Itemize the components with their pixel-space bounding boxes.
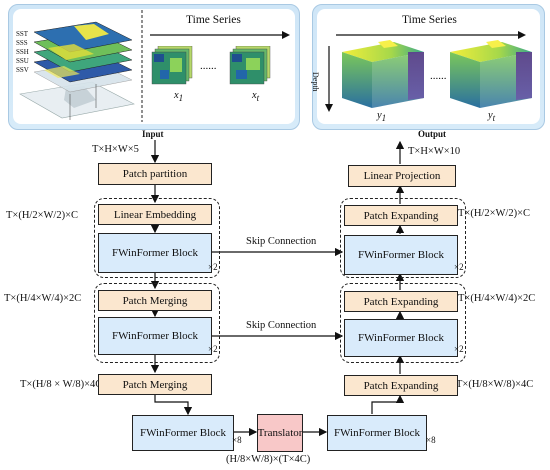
variable-label-sss: SSS [16,39,28,47]
variable-label-ssv: SSV [16,66,29,74]
decoder-block-1: FWinFormer Block [344,235,458,275]
patch-expanding-3-box: Patch Expanding [344,375,458,396]
bottleneck-encoder-block: FWinFormer Block [132,415,234,451]
input-frame-1-label: x1 [174,90,184,104]
input-frame-t-label: xt [252,90,260,104]
linear-projection-box: Linear Projection [348,165,456,187]
output-frame-1-label: y1 [377,110,387,124]
encoder-stage1-shape: T×(H/2×W/2)×C [6,210,79,221]
encoder-block-1: FWinFormer Block [98,233,212,273]
patch-expanding-1-box: Patch Expanding [344,205,458,226]
output-caption: Output [418,129,447,139]
decoder-block-1-repeat: ×2 [454,262,464,272]
patch-merging-2-box: Patch Merging [98,374,212,395]
patch-merging-1-box: Patch Merging [98,290,212,311]
decoder-stage2-shape: T×(H/4×W/4)×2C [458,293,536,304]
decoder-block-2: FWinFormer Block [344,319,458,357]
input-divider [141,10,143,122]
skip-connection-label-1: Skip Connection [246,236,317,247]
encoder-block-2: FWinFormer Block [98,317,212,355]
input-caption: Input [142,129,164,139]
variable-label-ssh: SSH [16,48,29,56]
output-volume-t [450,40,532,108]
output-volume-1 [342,40,424,108]
encoder-block-2-repeat: ×2 [208,344,218,354]
input-frame-1 [151,46,193,85]
encoder-block-1-repeat: ×2 [208,262,218,272]
decoder-stage2-group [340,283,466,363]
patch-partition-box: Patch partition [98,163,212,185]
bottleneck-decoder-block: FWinFormer Block [327,415,427,451]
encoder-stage2-shape: T×(H/4×W/4)×2C [4,293,82,304]
variable-label-ssu: SSU [16,57,29,65]
encoder-input-shape: T×H×W×5 [92,144,139,155]
input-time-arrow [150,31,290,39]
variable-label-sst: SST [16,30,29,38]
bottleneck-decoder-repeat: ×8 [426,435,436,445]
output-frame-t-label: yt [488,110,496,124]
output-depth-arrow [325,46,333,112]
output-time-series-label: Time Series [402,14,457,26]
encoder-stage1-group [94,198,220,278]
input-time-series-label: Time Series [186,14,241,26]
patch-expanding-2-box: Patch Expanding [344,291,458,312]
translator-box: Translator [257,414,303,452]
decoder-output-shape: T×H×W×10 [408,146,461,157]
decoder-stage3-shape: T×(H/8×W/8)×4C [456,379,534,390]
input-frame-t [229,46,271,85]
input-variable-stack [19,21,135,120]
decoder-block-2-repeat: ×2 [454,344,464,354]
bottleneck-encoder-repeat: ×8 [232,435,242,445]
input-dots: ...... [200,60,217,72]
encoder-stage3-shape: T×(H/8 × W/8)×4C [20,379,103,390]
encoder-stage2-group [94,283,220,363]
translator-shape: (H/8×W/8)×(T×4C) [226,454,311,465]
linear-embedding-box: Linear Embedding [98,204,212,225]
decoder-stage1-group [340,198,466,278]
skip-connection-label-2: Skip Connection [246,320,317,331]
output-time-arrow [336,31,526,39]
output-dots: ...... [430,70,447,82]
decoder-stage1-shape: T×(H/2×W/2)×C [458,208,531,219]
